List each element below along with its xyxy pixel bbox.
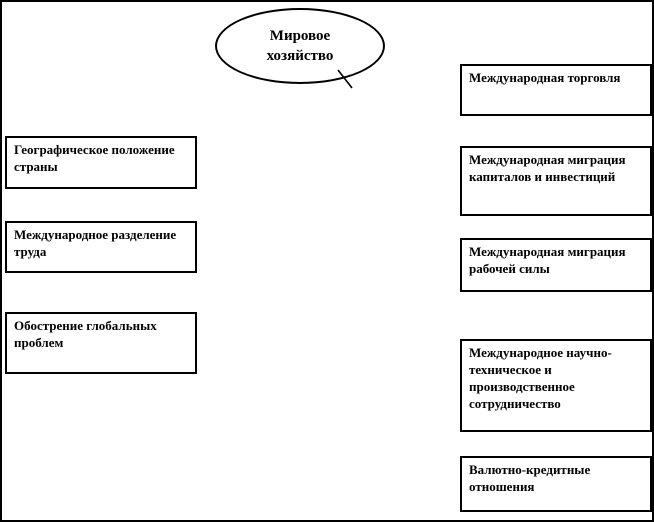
box-international-trade: Международная торговля (460, 64, 652, 116)
box-label: Обострение глобальных проблем (14, 318, 157, 350)
box-labor-migration: Международная миграция рабочей силы (460, 238, 652, 292)
box-scientific-technical-cooperation: Международное научно-техническое и произ… (460, 339, 652, 432)
root-node-ellipse: Мировое хозяйство (215, 8, 385, 84)
box-international-division-of-labor: Международное разделение труда (5, 221, 197, 273)
box-label: Международное разделение труда (14, 227, 177, 259)
box-label: Международная миграция капиталов и инвес… (469, 152, 626, 184)
root-node-label: Мировое хозяйство (266, 27, 334, 64)
box-currency-credit-relations: Валютно-кредитные отношения (460, 456, 652, 512)
box-global-problems: Обострение глобальных проблем (5, 312, 197, 374)
box-capital-migration: Международная миграция капиталов и инвес… (460, 146, 652, 216)
box-label: Географическое положение страны (14, 142, 175, 174)
connector-line (337, 69, 353, 89)
box-label: Валютно-кредитные отношения (469, 462, 591, 494)
box-label: Международное научно-техническое и произ… (469, 345, 612, 411)
box-geographic-position: Географическое положение страны (5, 136, 197, 189)
box-label: Международная миграция рабочей силы (469, 244, 626, 276)
box-label: Международная торговля (469, 70, 621, 85)
